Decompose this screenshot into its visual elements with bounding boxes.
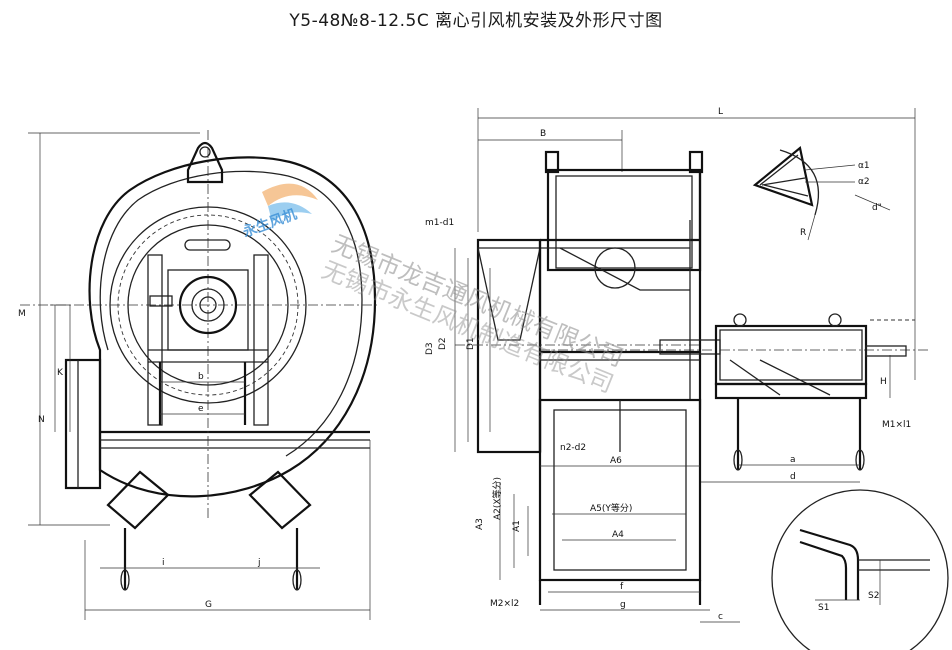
shaft-end — [865, 345, 907, 357]
label-M1xl1: M1×l1 — [882, 420, 911, 430]
label-S2: S2 — [868, 591, 879, 601]
lifting-lug-hole — [199, 146, 211, 158]
label-A4: A4 — [612, 530, 624, 540]
scroll-casing-outline — [88, 156, 377, 498]
label-M: M — [18, 309, 26, 319]
label-alpha1: α1 — [858, 161, 870, 171]
label-g: g — [620, 600, 626, 610]
label-L: L — [718, 107, 723, 117]
label-R: R — [800, 228, 806, 238]
logo-watermark: 永生风机 — [240, 183, 318, 241]
detail-inlet-vanes: α1 α2 R d" — [752, 145, 891, 241]
lifting-lug — [186, 141, 224, 184]
label-alpha2: α2 — [858, 177, 870, 187]
bearing-cap — [178, 275, 238, 335]
label-i: i — [162, 558, 165, 568]
label-j: j — [257, 558, 261, 568]
detail-circle — [771, 489, 949, 650]
left-view-fan-casing: M K N b e i j G — [18, 130, 380, 620]
label-K: K — [57, 368, 64, 378]
label-A3: A3 — [475, 518, 485, 530]
label-b: b — [198, 372, 204, 382]
label-n2d2: n2-d2 — [560, 443, 586, 453]
label-d: d — [790, 472, 796, 482]
label-dd: d" — [872, 203, 882, 213]
label-G: G — [205, 600, 212, 610]
label-A1: A1 — [512, 520, 522, 532]
label-c: c — [718, 612, 723, 622]
label-m1d1: m1-d1 — [425, 218, 454, 228]
label-S1: S1 — [818, 603, 829, 613]
drawing-title: Y5-48№8-12.5C 离心引风机安装及外形尺寸图 — [289, 11, 663, 31]
label-f: f — [620, 582, 624, 592]
label-A5: A5(Y等分) — [590, 502, 632, 514]
label-B: B — [540, 129, 546, 139]
label-D2: D2 — [438, 337, 448, 350]
label-M2x12: M2×l2 — [490, 599, 519, 609]
label-A6: A6 — [610, 456, 622, 466]
label-N: N — [38, 415, 45, 425]
right-view-side-elevation: L B H M1×l1 — [425, 107, 930, 623]
label-D3: D3 — [425, 342, 435, 355]
inlet-duct — [546, 168, 702, 272]
left-foot — [106, 470, 170, 530]
label-A2: A2(X等分) — [491, 477, 503, 520]
label-a: a — [790, 455, 796, 465]
scroll-casing-inner — [99, 170, 363, 457]
outlet-flange — [64, 358, 102, 490]
detail-flange-seam: S1 S2 — [771, 489, 949, 650]
right-foot — [248, 470, 312, 530]
label-e: e — [198, 404, 204, 414]
label-D1: D1 — [466, 337, 476, 350]
label-H: H — [880, 377, 887, 387]
